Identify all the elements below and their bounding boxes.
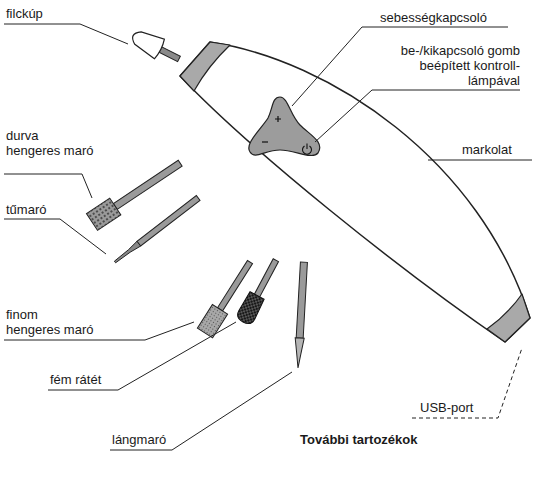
handle-body bbox=[180, 42, 530, 342]
speed-switch bbox=[249, 97, 320, 155]
needle-bit bbox=[113, 196, 200, 265]
part-label: fém rátét bbox=[50, 372, 101, 387]
part-label: be-/kikapcsoló gomb beépített kontroll-l… bbox=[398, 43, 520, 88]
part-label: tűmaró bbox=[6, 202, 46, 217]
leader-lines bbox=[4, 24, 532, 450]
part-label: markolat bbox=[462, 142, 512, 157]
metal-bit bbox=[235, 256, 284, 326]
part-label: finom hengeres maró bbox=[6, 307, 95, 337]
group-heading: További tartozékok bbox=[300, 432, 418, 447]
usb-leader bbox=[412, 348, 522, 418]
part-label: sebességkapcsoló bbox=[380, 10, 487, 25]
part-label: filckúp bbox=[6, 6, 43, 21]
part-label: lángmaró bbox=[112, 432, 166, 447]
part-label: USB-port bbox=[420, 400, 473, 415]
part-label: durva hengeres maró bbox=[6, 128, 95, 158]
flame-bit bbox=[294, 262, 309, 368]
felt-cone bbox=[128, 26, 184, 69]
